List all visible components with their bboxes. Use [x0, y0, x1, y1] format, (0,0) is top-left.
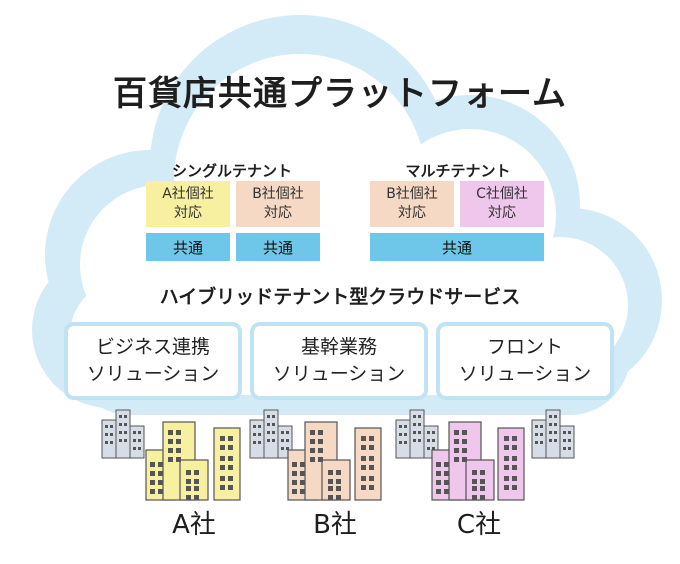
- company-a-label: A社: [172, 510, 216, 540]
- company-b-label: B社: [313, 510, 357, 540]
- single-tenant-common-2: 共通: [236, 233, 320, 261]
- single-tenant-label: シングルテナント: [171, 162, 292, 180]
- solution-front: フロント ソリューション: [436, 322, 614, 400]
- single-tenant-box-a: A社個社 対応: [146, 181, 230, 227]
- multi-tenant-common: 共通: [370, 233, 544, 261]
- hybrid-service-label: ハイブリッドテナント型クラウドサービス: [159, 286, 521, 308]
- company-a-buildings: [145, 421, 241, 501]
- page-title: 百貨店共通プラットフォーム: [113, 74, 567, 114]
- company-c-label: C社: [456, 510, 502, 540]
- multi-tenant-box-b: B社個社 対応: [370, 181, 454, 227]
- solution-business-integration: ビジネス連携 ソリューション: [64, 322, 242, 400]
- multi-tenant-label: マルチテナント: [405, 162, 511, 180]
- multi-tenant-box-c: C社個社 対応: [460, 181, 544, 227]
- single-tenant-common-1: 共通: [146, 233, 230, 261]
- single-tenant-box-b: B社個社 対応: [236, 181, 320, 227]
- solution-core-business: 基幹業務 ソリューション: [250, 322, 428, 400]
